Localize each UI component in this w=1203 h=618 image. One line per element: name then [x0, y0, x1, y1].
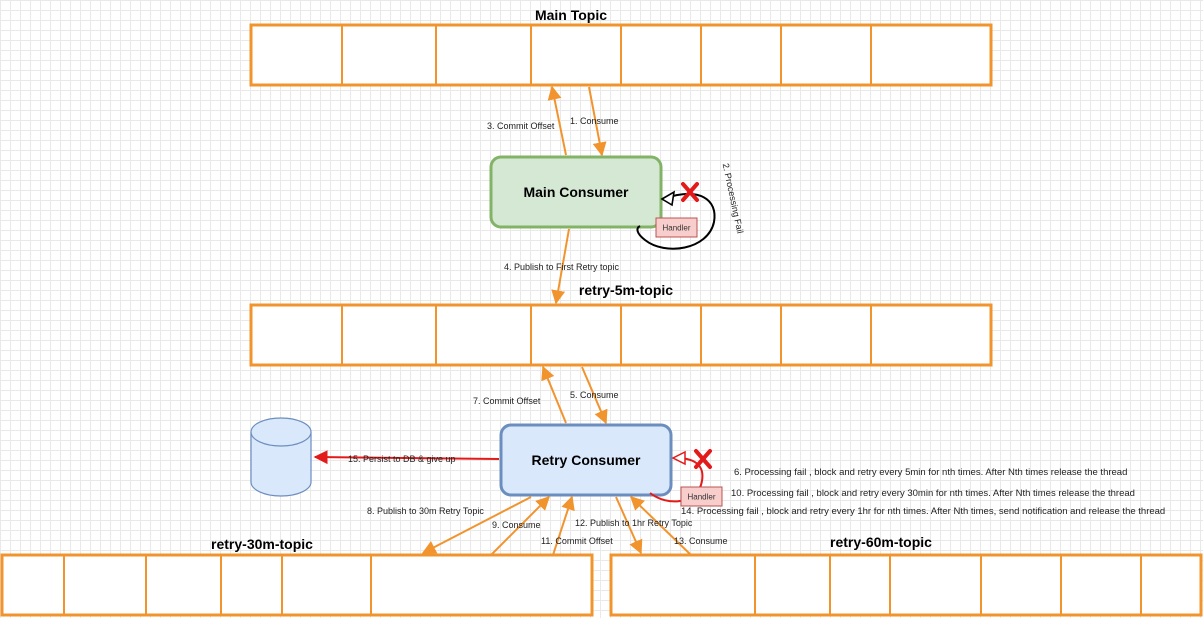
edge-label-4: 4. Publish to First Retry topic: [504, 262, 620, 272]
arrow-11-commit-offset: [552, 495, 575, 556]
fail-x-icon-main: [681, 182, 699, 202]
retry-60m-topic: retry-60m-topic: [609, 534, 1203, 617]
retry-30m-topic-title: retry-30m-topic: [211, 536, 313, 552]
edge-label-8: 8. Publish to 30m Retry Topic: [367, 506, 484, 516]
main-consumer-label: Main Consumer: [523, 184, 629, 200]
retry-consumer-label: Retry Consumer: [532, 452, 641, 468]
retry-consumer: Retry Consumer: [499, 423, 673, 497]
edge-label-6: 6. Processing fail , block and retry eve…: [734, 467, 1127, 478]
retry-60m-topic-title: retry-60m-topic: [830, 534, 932, 550]
arrow-15-persist-db: [313, 450, 500, 465]
retry-fail-loop-arrow: [649, 457, 704, 503]
edge-label-15: 15. Persist to DB & give up: [348, 454, 456, 464]
arrow-1-consume: [588, 86, 607, 157]
main-consumer: Main Consumer: [489, 155, 663, 229]
retry-fail-loop-arrowhead: [671, 450, 686, 466]
retry-60m-topic-queue: [609, 553, 1203, 617]
edge-label-12: 12. Publish to 1hr Retry Topic: [575, 518, 693, 528]
edge-label-3: 3. Commit Offset: [487, 121, 555, 131]
processing-fail-loop-arrowhead: [660, 190, 676, 207]
main-topic-title: Main Topic: [535, 7, 607, 23]
main-consumer-box: [489, 155, 663, 229]
edge-label-7: 7. Commit Offset: [473, 396, 541, 406]
retry-consumer-box: [499, 423, 673, 497]
retry-30m-topic: retry-30m-topic: [0, 536, 594, 617]
handler-retry-label: Handler: [687, 493, 715, 502]
arrow-5-consume: [581, 366, 608, 425]
arrow-13-consume: [629, 496, 692, 556]
retry-5m-topic-title: retry-5m-topic: [579, 282, 673, 298]
retry-60m-topic-partitions: [754, 555, 1142, 615]
edge-label-9: 9. Consume: [492, 520, 541, 530]
arrow-7-commit-offset: [541, 365, 567, 424]
handler-main: Handler: [655, 217, 698, 238]
retry-5m-topic: retry-5m-topic: [249, 282, 993, 367]
edge-label-10: 10. Processing fail , block and retry ev…: [731, 488, 1135, 499]
arrow-4-publish-first-retry: [551, 228, 570, 305]
edge-label-2: 2. Processing Fail: [721, 162, 746, 234]
processing-fail-loop-arrow: [636, 193, 716, 250]
edge-label-5: 5. Consume: [570, 390, 619, 400]
arrow-9-consume: [490, 496, 550, 556]
main-topic-partitions: [341, 25, 872, 85]
edge-label-14: 14. Processing fail , block and retry ev…: [681, 506, 1165, 517]
retry-30m-topic-partitions: [63, 555, 372, 615]
arrow-8-publish-30m: [421, 496, 532, 554]
handler-main-label: Handler: [662, 224, 690, 233]
edge-label-11: 11. Commit Offset: [541, 536, 613, 546]
arrow-3-commit-offset: [547, 85, 567, 156]
retry-5m-topic-partitions: [341, 305, 872, 365]
database-cylinder: [250, 417, 312, 497]
edge-label-13: 13. Consume: [674, 536, 728, 546]
retry-30m-topic-queue: [0, 553, 594, 617]
arrow-12-publish-1hr: [615, 496, 643, 555]
edge-label-1: 1. Consume: [570, 116, 619, 126]
handler-retry: Handler: [680, 486, 723, 507]
main-topic: Main Topic: [249, 7, 993, 87]
fail-x-icon-retry: [694, 449, 712, 469]
